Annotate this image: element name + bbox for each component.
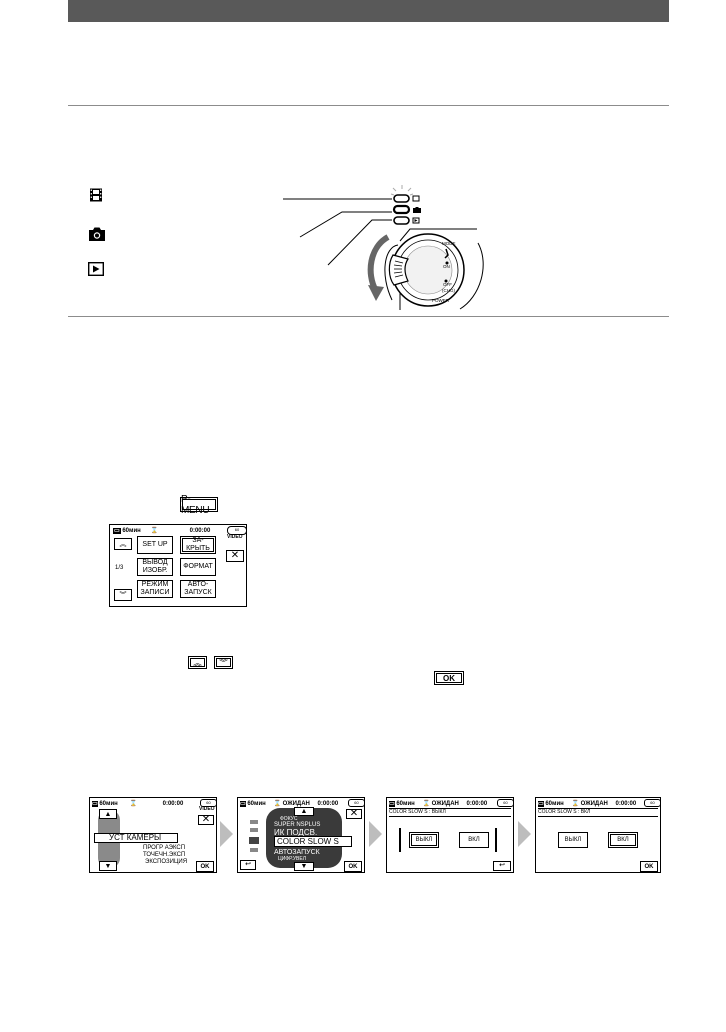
step-screen-1: ▭ 60мин ⌛ 0:00:00 60 VIDEO ✕ ▲ ▼ УСТ КАМ… <box>89 797 217 873</box>
scroll-down-button[interactable]: ︾ <box>114 589 132 601</box>
menu-status-bar: ▭ 60мин ⌛ 0:00:00 <box>113 527 210 534</box>
menu-rec-mode-button[interactable]: РЕЖИМ ЗАПИСИ <box>137 580 173 598</box>
up-button[interactable]: ▲ <box>99 809 117 819</box>
double-chevron-up-icon: ︽ <box>119 541 127 548</box>
ok-button[interactable]: OK <box>640 861 658 872</box>
divider-top <box>68 105 669 106</box>
double-chevron-down-icon: ︾ <box>119 592 127 599</box>
standby-badge: 60 <box>200 799 217 807</box>
inline-scroll-up-button[interactable]: ︽ <box>188 656 207 669</box>
close-icon: ✕ <box>349 808 359 819</box>
menu-screen: ▭ 60мин ⌛ 0:00:00 60 VIDEO ︽ 1/3 ︾ ✕ SET… <box>109 524 247 607</box>
scroll-up-button[interactable]: ︽ <box>114 538 132 550</box>
side-icon <box>249 837 259 844</box>
triangle-up-icon: ▲ <box>104 810 112 818</box>
tape-icon: ⌛ <box>129 801 137 807</box>
list-item[interactable]: SUPER NSPLUS <box>274 822 321 828</box>
list-item[interactable]: ФОКУС <box>280 816 298 822</box>
standby-badge: 60 <box>348 799 365 807</box>
down-button[interactable]: ▼ <box>99 861 117 871</box>
dial-off-label: OFF <box>443 282 452 287</box>
battery-icon: ▭ <box>92 801 98 807</box>
battery-icon: ▭ <box>113 528 121 534</box>
side-icon <box>250 848 258 852</box>
off-button[interactable]: ВЫКЛ <box>558 832 588 848</box>
battery-icon: ▭ <box>240 801 246 807</box>
step-arrow-icon <box>220 821 233 847</box>
menu-setup-button[interactable]: SET UP <box>137 536 173 554</box>
list-item[interactable]: ЭКСПОЗИЦИЯ <box>145 859 188 865</box>
dial-on-label: ON <box>443 264 450 269</box>
tape-icon: ⌛ <box>422 801 430 807</box>
step-arrow-icon <box>369 821 382 847</box>
step-screen-3: ▭ 60мин ⌛ ОЖИДАН 0:00:00 60 COLOR SLOW S… <box>386 797 514 873</box>
list-item[interactable]: ЦИФР.УВЕЛ <box>278 856 307 862</box>
setting-title: COLOR SLOW S : ВКЛ <box>538 808 658 817</box>
triangle-up-icon: ▲ <box>300 808 308 815</box>
divider-bottom <box>68 316 669 317</box>
off-button[interactable]: ВЫКЛ <box>409 832 439 848</box>
ok-button[interactable]: OK <box>344 861 362 872</box>
step-arrow-icon <box>518 821 531 847</box>
double-chevron-up-icon: ︽ <box>192 658 202 668</box>
triangle-down-icon: ▼ <box>300 863 308 870</box>
on-button[interactable]: ВКЛ <box>459 832 489 848</box>
list-item[interactable]: ПРОГР АЭКСП <box>143 845 186 851</box>
tape-icon: ⌛ <box>150 528 158 534</box>
list-item[interactable]: ТОЧЕЧН.ЭКСП <box>143 852 186 858</box>
battery-icon: ▭ <box>538 801 544 807</box>
inline-ok-button[interactable]: OK <box>434 671 464 685</box>
step-screen-4: ▭ 60мин ⌛ ОЖИДАН 0:00:00 60 COLOR SLOW S… <box>535 797 661 873</box>
dial-power-label: POWER <box>432 298 450 303</box>
selected-item[interactable]: COLOR SLOW S <box>274 836 352 847</box>
p-menu-button[interactable]: P-MENU <box>180 494 218 516</box>
battery-icon: ▭ <box>389 801 395 807</box>
standby-badge: 60 <box>497 799 514 807</box>
side-icon <box>250 828 258 832</box>
film-icon <box>88 188 104 202</box>
triangle-down-icon: ▼ <box>104 862 112 870</box>
list-item[interactable]: ИК ПОДСВ. <box>274 828 318 837</box>
dial-mode-label: MODE <box>442 241 456 246</box>
on-button[interactable]: ВКЛ <box>608 832 638 848</box>
close-button[interactable]: ✕ <box>198 815 214 825</box>
double-chevron-down-icon: ︾ <box>218 658 228 668</box>
down-button[interactable]: ▼ <box>294 862 314 871</box>
menu-self-timer-button[interactable]: АВТО- ЗАПУСК <box>180 580 216 598</box>
step-screen-2: ▭ 60мин ⌛ ОЖИДАН 0:00:00 60 ✕ ▲ ▼ ФОКУС … <box>237 797 365 873</box>
play-icon <box>87 261 105 277</box>
video-badge: VIDEO <box>227 534 243 540</box>
setting-title: COLOR SLOW S : ВЫКЛ <box>389 808 511 817</box>
menu-picture-output-button[interactable]: ВЫВОД ИЗОБР. <box>137 558 173 576</box>
side-icon <box>250 820 258 824</box>
menu-close-button[interactable]: ЗА- КРЫТЬ <box>180 536 216 554</box>
up-button[interactable]: ▲ <box>294 807 314 816</box>
tape-icon: ⌛ <box>273 801 281 807</box>
remaining-time: 60мин <box>122 528 141 534</box>
close-icon: ✕ <box>230 550 240 561</box>
selected-item[interactable]: УСТ КАМЕРЫ <box>94 833 178 843</box>
ok-button[interactable]: OK <box>196 861 214 872</box>
dial-chg-label: (CHG) <box>442 288 455 293</box>
standby-badge: 60 <box>227 526 247 535</box>
standby-badge: 60 <box>644 799 661 807</box>
camera-icon <box>88 226 105 241</box>
close-button[interactable]: ✕ <box>346 809 362 819</box>
close-icon: ✕ <box>201 814 211 825</box>
mode-dial-illustration: MODE ON OFF (CHG) POWER <box>283 185 484 310</box>
menu-format-button[interactable]: ФОРМАТ <box>180 558 216 576</box>
return-button[interactable]: ↩ <box>493 861 511 871</box>
return-button[interactable]: ↩ <box>240 860 256 870</box>
return-icon: ↩ <box>499 862 505 869</box>
return-icon: ↩ <box>245 861 251 868</box>
section-header-bar <box>68 0 669 22</box>
timecode: 0:00:00 <box>189 528 211 534</box>
inline-scroll-down-button[interactable]: ︾ <box>214 656 233 669</box>
page-indicator: 1/3 <box>115 565 124 571</box>
close-button[interactable]: ✕ <box>226 550 244 562</box>
list-item[interactable]: АВТОЗАПУСК <box>274 849 320 856</box>
tape-icon: ⌛ <box>571 801 579 807</box>
